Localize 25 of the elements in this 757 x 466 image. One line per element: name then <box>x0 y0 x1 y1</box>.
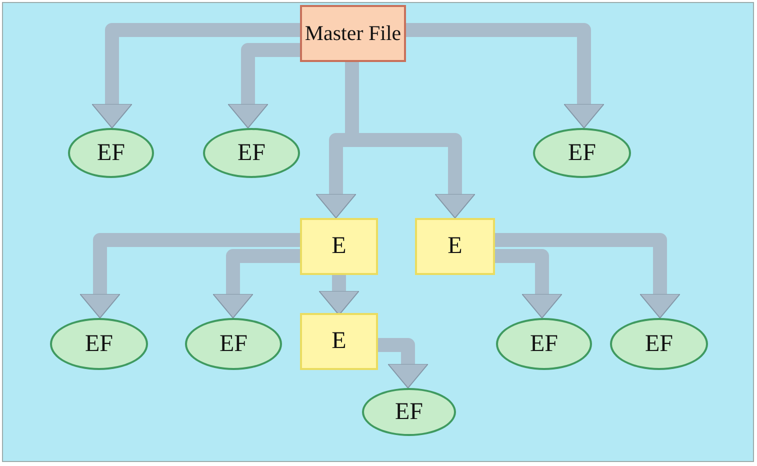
entity-box <box>300 313 378 370</box>
arrow <box>406 23 604 128</box>
node-label: EF <box>644 330 673 358</box>
node-label: EF <box>237 140 266 166</box>
node-label: Master File <box>304 21 402 46</box>
entity-box <box>415 218 495 275</box>
arrow <box>228 43 300 128</box>
arrow <box>378 338 428 388</box>
node-label: EF <box>84 330 113 358</box>
arrow <box>92 23 300 128</box>
entity-box <box>300 218 378 275</box>
arrow <box>318 275 360 316</box>
node-label: E <box>332 328 346 355</box>
arrow <box>212 249 300 318</box>
file-box <box>300 5 406 62</box>
node-label: EF <box>394 398 423 426</box>
node-label: EF <box>530 330 558 358</box>
arrow <box>495 233 680 318</box>
node-label: EF <box>568 140 596 166</box>
node-label: EF <box>219 330 248 358</box>
node-label: E <box>448 233 462 260</box>
node-label: E <box>332 233 346 260</box>
arrow <box>80 233 300 318</box>
arrow <box>495 249 562 318</box>
node-label: EF <box>96 140 125 166</box>
